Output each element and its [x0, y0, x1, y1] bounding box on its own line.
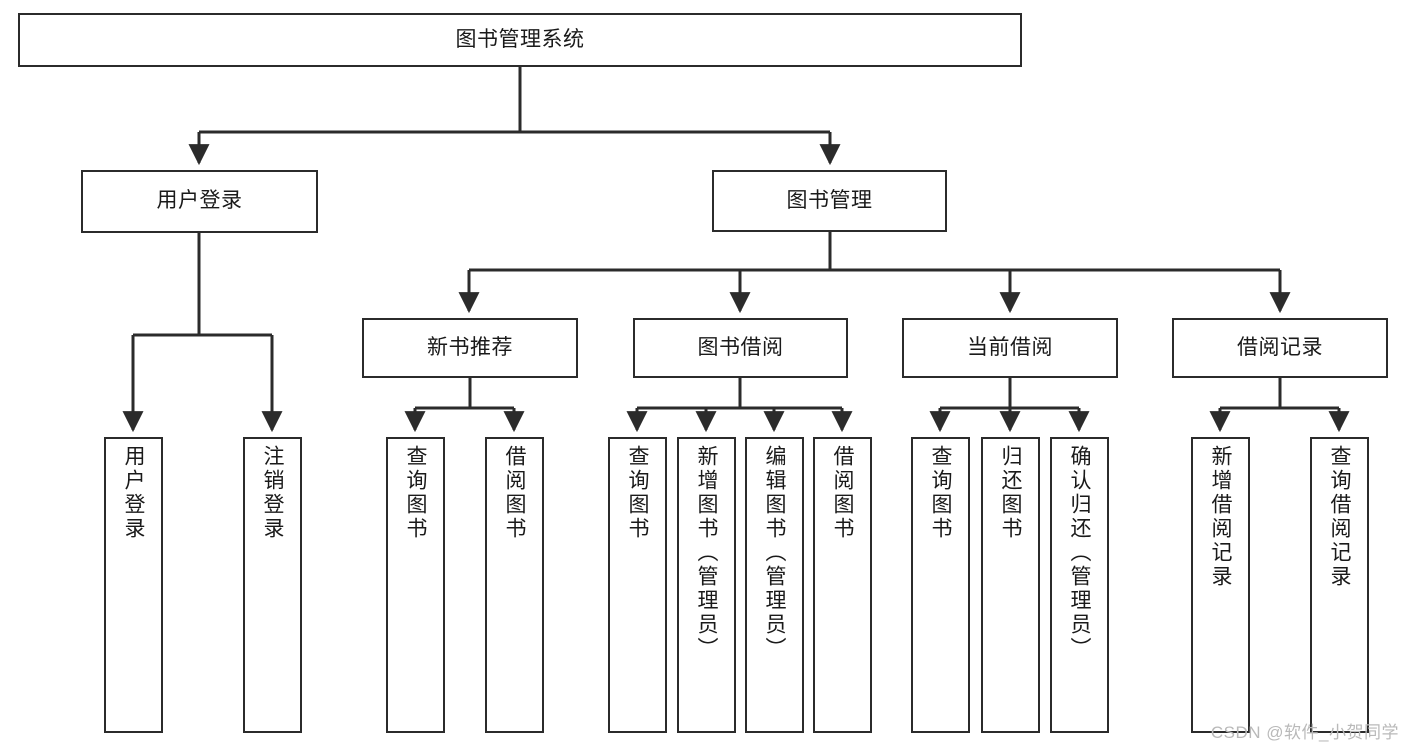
leaf-borrow-borrow-books[interactable]: 借阅图书	[813, 437, 872, 733]
node-root-label: 图书管理系统	[455, 27, 585, 51]
node-borrow-record-label: 借阅记录	[1237, 335, 1323, 359]
leaf-newbook-borrow-books[interactable]: 借阅图书	[485, 437, 544, 733]
leaf-user-login[interactable]: 用户登录	[104, 437, 163, 733]
leaf-current-confirm-return-admin[interactable]: 确认归还（管理员）	[1050, 437, 1109, 733]
leaf-logout[interactable]: 注销登录	[243, 437, 302, 733]
node-borrow-label: 图书借阅	[697, 335, 784, 359]
leaf-current-query-books[interactable]: 查询图书	[911, 437, 970, 733]
leaf-borrow-add-book-admin[interactable]: 新增图书（管理员）	[677, 437, 736, 733]
leaf-record-query-record[interactable]: 查询借阅记录	[1310, 437, 1369, 733]
leaf-borrow-query-books[interactable]: 查询图书	[608, 437, 667, 733]
csdn-watermark: CSDN @软件_小贺同学	[1210, 723, 1399, 742]
node-current-borrow-label: 当前借阅	[967, 335, 1053, 359]
leaf-borrow-edit-book-admin-label: 编辑图书（管理员）	[763, 445, 786, 661]
node-root[interactable]: 图书管理系统	[18, 13, 1022, 67]
leaf-current-query-books-label: 查询图书	[929, 445, 952, 541]
leaf-borrow-borrow-books-label: 借阅图书	[831, 445, 854, 541]
leaf-logout-label: 注销登录	[261, 445, 284, 541]
leaf-newbook-query-books-label: 查询图书	[404, 445, 427, 541]
leaf-user-login-label: 用户登录	[122, 445, 145, 541]
node-book-manage-label: 图书管理	[786, 188, 873, 212]
node-new-book[interactable]: 新书推荐	[362, 318, 578, 378]
leaf-newbook-borrow-books-label: 借阅图书	[503, 445, 526, 541]
leaf-record-add-record-label: 新增借阅记录	[1209, 445, 1232, 589]
leaf-current-confirm-return-admin-label: 确认归还（管理员）	[1068, 445, 1091, 661]
leaf-record-add-record[interactable]: 新增借阅记录	[1191, 437, 1250, 733]
node-user-login-label: 用户登录	[156, 189, 243, 213]
leaf-current-return-books[interactable]: 归还图书	[981, 437, 1040, 733]
node-user-login[interactable]: 用户登录	[81, 170, 318, 233]
leaf-borrow-edit-book-admin[interactable]: 编辑图书（管理员）	[745, 437, 804, 733]
node-book-manage[interactable]: 图书管理	[712, 170, 947, 232]
leaf-borrow-query-books-label: 查询图书	[626, 445, 649, 541]
leaf-current-return-books-label: 归还图书	[999, 445, 1022, 541]
node-borrow-record[interactable]: 借阅记录	[1172, 318, 1388, 378]
node-new-book-label: 新书推荐	[427, 335, 513, 359]
leaf-newbook-query-books[interactable]: 查询图书	[386, 437, 445, 733]
leaf-record-query-record-label: 查询借阅记录	[1328, 445, 1351, 589]
node-current-borrow[interactable]: 当前借阅	[902, 318, 1118, 378]
leaf-borrow-add-book-admin-label: 新增图书（管理员）	[695, 445, 718, 661]
node-borrow[interactable]: 图书借阅	[633, 318, 848, 378]
